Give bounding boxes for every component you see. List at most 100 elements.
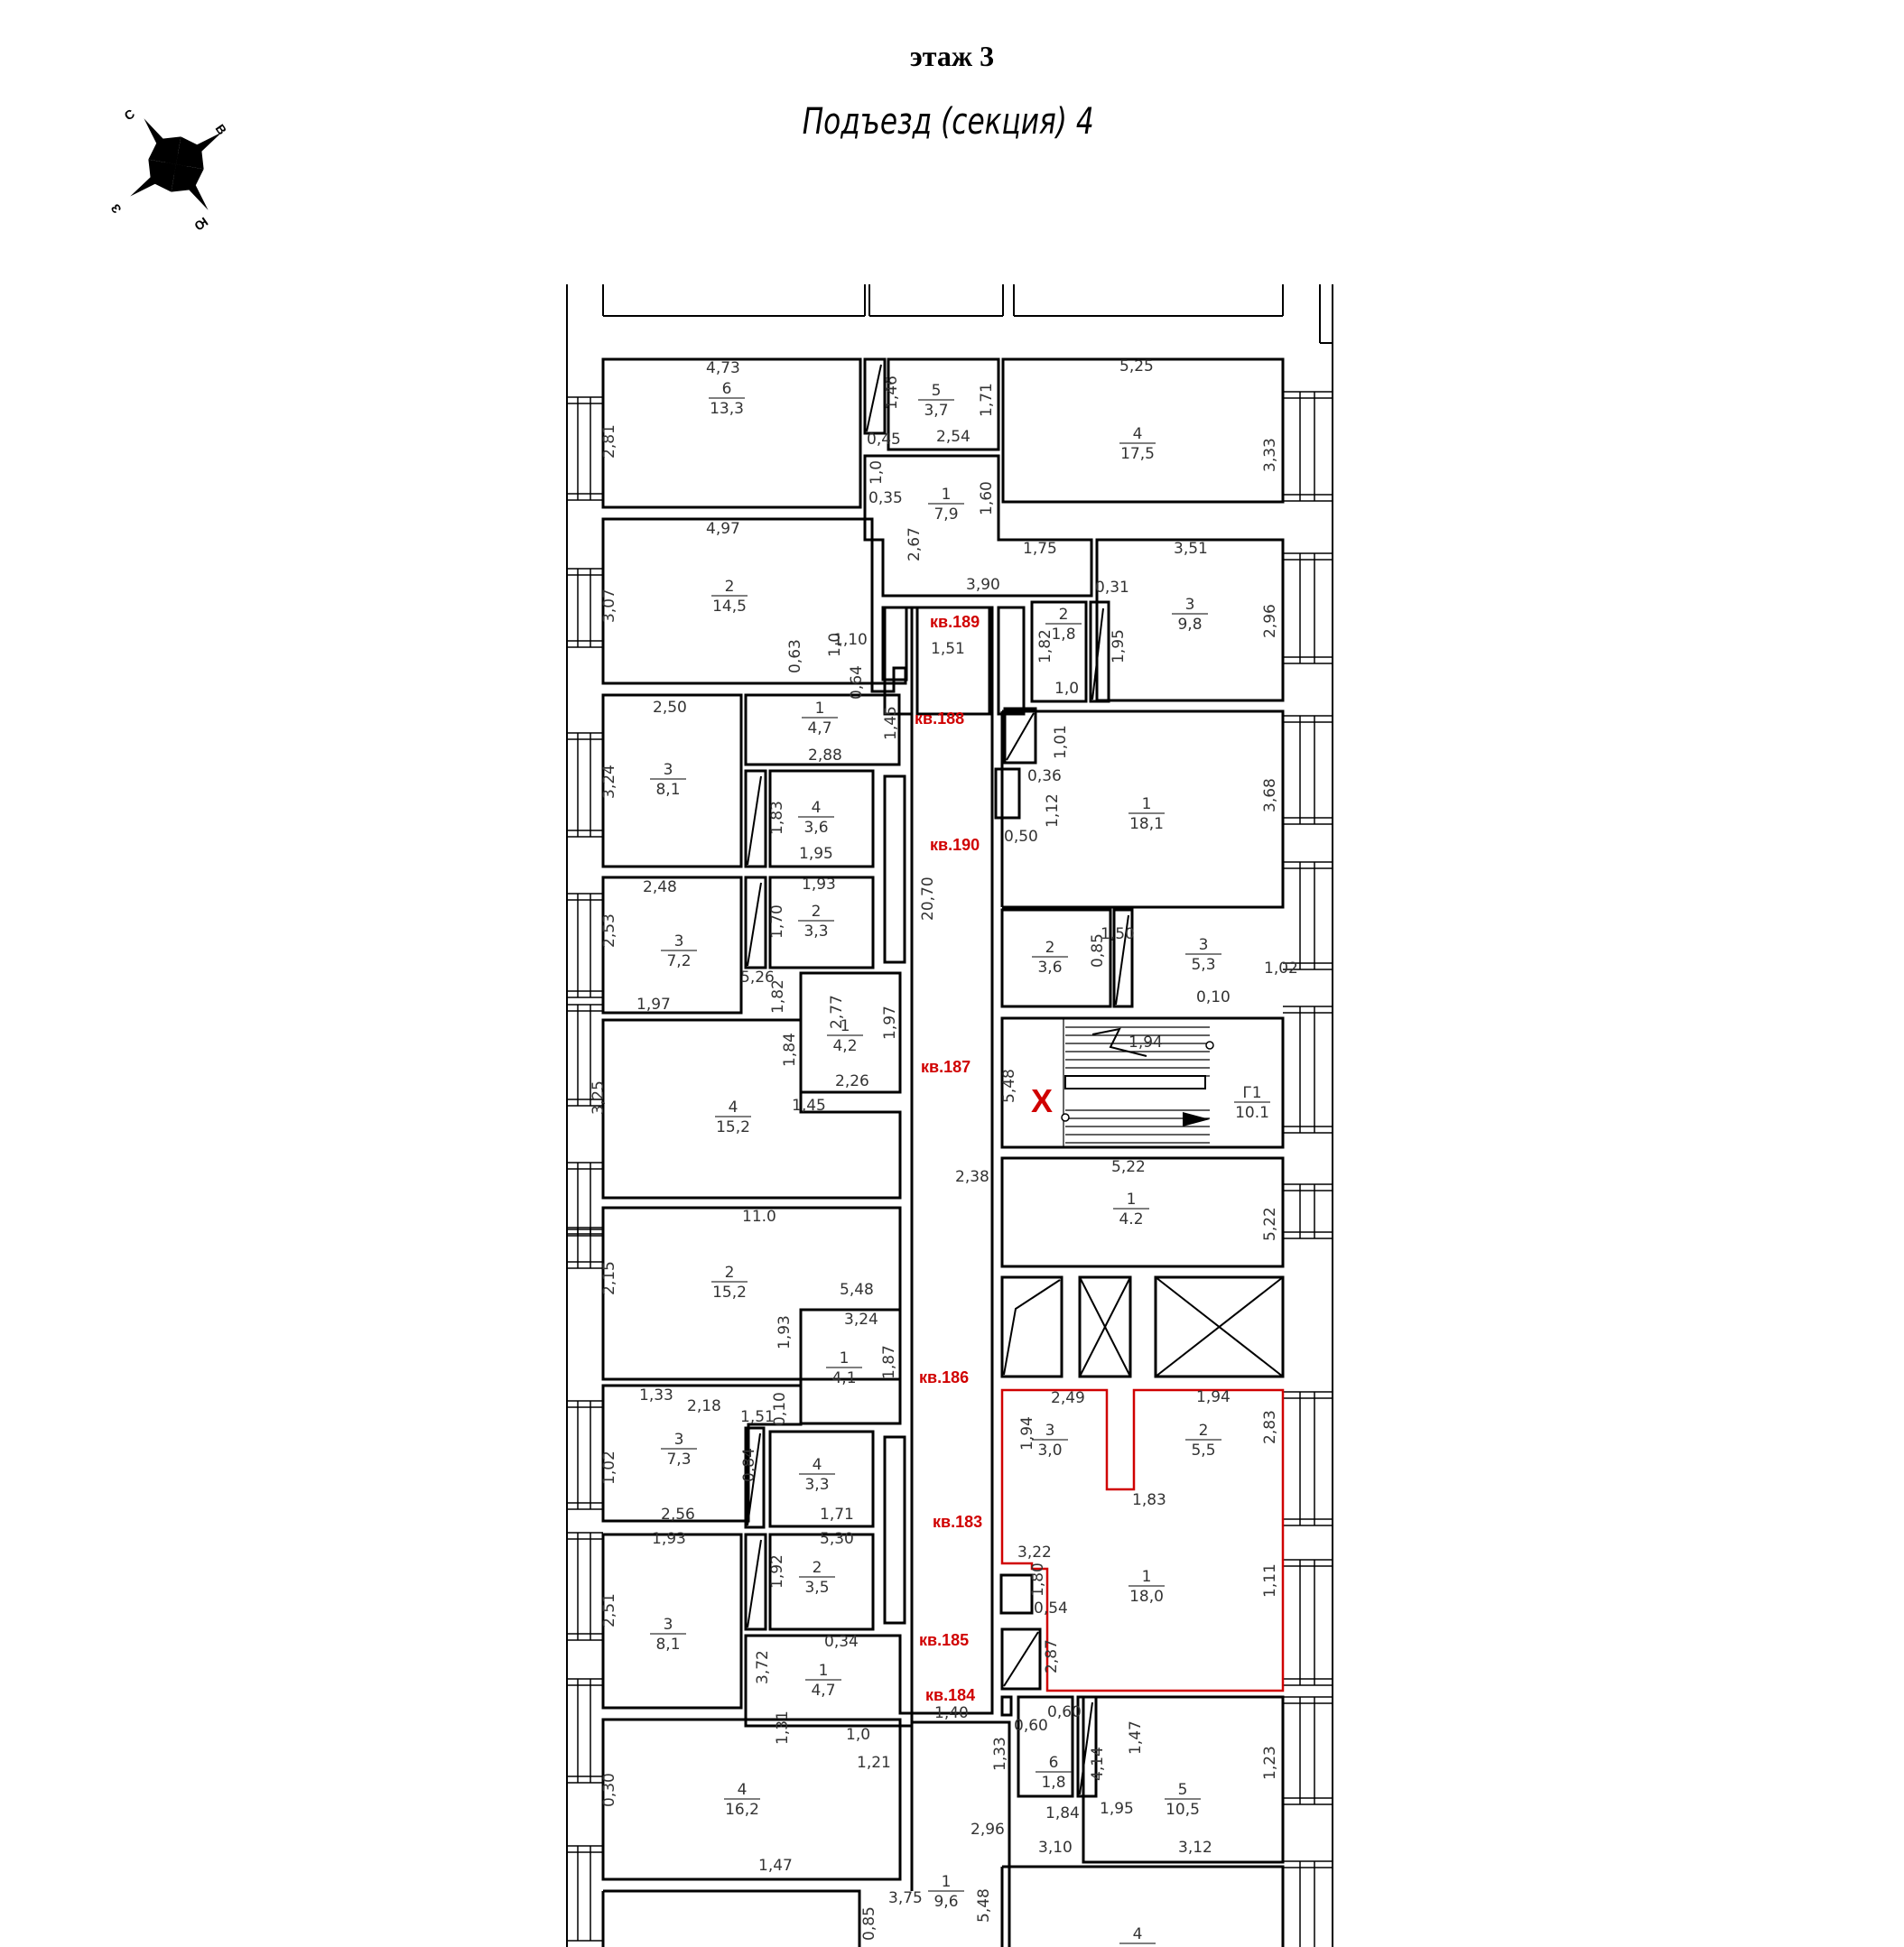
- dimension-label: 2,96: [971, 1821, 1005, 1839]
- apartment-label[interactable]: кв.187: [921, 1058, 971, 1076]
- dimension-label: 1,84: [781, 1033, 799, 1067]
- dimension-label: 1,47: [758, 1857, 793, 1875]
- room-number: 4: [738, 1781, 748, 1799]
- compass-letter: Ю: [191, 215, 210, 234]
- room-number: 2: [1059, 606, 1069, 624]
- room-label: 43,6: [798, 799, 834, 837]
- dimension-label: 2,56: [661, 1506, 695, 1524]
- room-area: 9,8: [1177, 616, 1202, 634]
- room-area: 4.2: [1119, 1210, 1143, 1228]
- apartment-label[interactable]: кв.184: [925, 1686, 975, 1704]
- dimension-label: 0,54: [1034, 1599, 1068, 1618]
- room-label: 215,2: [711, 1264, 748, 1302]
- room-number: 1: [815, 700, 825, 718]
- dimension-label: 0,85: [860, 1906, 878, 1941]
- room-label: 613,3: [709, 380, 745, 418]
- compass-letter: В: [213, 122, 230, 137]
- dimension-label: 3,24: [600, 765, 618, 799]
- room-area: 17,5: [1120, 445, 1155, 463]
- room-label: 61,8: [1036, 1754, 1072, 1792]
- room-area: 1,8: [1041, 1774, 1065, 1792]
- room-number: 3: [674, 932, 684, 950]
- dimension-label: 2,15: [600, 1261, 618, 1295]
- dimension-label: 2,26: [835, 1072, 869, 1090]
- windows-left: [567, 396, 603, 1942]
- dimension-label: 0,60: [1047, 1703, 1082, 1721]
- dimension-label: 1,95: [1110, 629, 1128, 663]
- room-label: 118,0: [1128, 1568, 1165, 1606]
- dimension-label: 1,0: [868, 460, 886, 485]
- dimension-label: 3,12: [1178, 1839, 1212, 1857]
- room-number: 1: [1127, 1191, 1137, 1209]
- room-number: 2: [725, 578, 735, 596]
- compass-letter: С: [122, 107, 137, 124]
- dimension-label: 20,70: [919, 876, 937, 921]
- room-area: 13,3: [710, 400, 744, 418]
- room-label: 33,0: [1032, 1422, 1068, 1460]
- floor-title: этаж 3: [909, 40, 995, 72]
- dimension-label: 3,51: [1174, 540, 1208, 558]
- room-area: 8,1: [655, 1636, 680, 1654]
- room-number: Г1: [1242, 1084, 1261, 1102]
- apartment-label[interactable]: кв.183: [933, 1513, 982, 1531]
- selected-unit-marker: X: [1031, 1082, 1053, 1119]
- dimension-label: 0,50: [1004, 828, 1038, 846]
- dimension-label: 1,60: [978, 481, 996, 515]
- dimension-label: 1,01: [1052, 725, 1070, 759]
- dimension-label: 3,07: [600, 589, 618, 623]
- room-label: 417,5: [1119, 425, 1156, 463]
- dimension-label: 4,97: [706, 520, 740, 538]
- room-area: 3,5: [804, 1579, 829, 1597]
- dimension-label: 1,23: [1261, 1746, 1279, 1780]
- room-label: 23,5: [799, 1559, 835, 1597]
- highlighted-apartment[interactable]: [1000, 1388, 1285, 1692]
- dimension-label: 2,48: [643, 878, 677, 896]
- dimension-label: 1,31: [774, 1711, 792, 1745]
- dimension-label: 1,51: [931, 640, 965, 658]
- room-label: 23,3: [798, 903, 834, 941]
- apartment-label[interactable]: кв.188: [915, 709, 964, 728]
- room-number: 5: [1178, 1781, 1188, 1799]
- dimension-label: 1,0: [826, 633, 844, 657]
- room-area: 7,2: [666, 952, 691, 970]
- room-label: 38,1: [650, 761, 686, 799]
- dimension-label: 0,84: [740, 1448, 758, 1482]
- dimension-label: 1,83: [1132, 1491, 1166, 1509]
- dimension-label: 1,75: [1023, 540, 1057, 558]
- dimension-label: 0,30: [600, 1773, 618, 1807]
- room-label: 43,3: [799, 1456, 835, 1494]
- room-number: 2: [1199, 1422, 1209, 1440]
- apartment-label[interactable]: кв.189: [930, 613, 980, 631]
- room-label: 14,2: [827, 1017, 863, 1055]
- dimension-label: 4,14: [1089, 1747, 1107, 1781]
- dimension-label: 2,67: [906, 527, 924, 561]
- dimension-label: 11.0: [742, 1208, 776, 1226]
- room-area: 16,2: [725, 1801, 759, 1819]
- dimension-label: 1,45: [882, 706, 900, 740]
- room-label: 23,6: [1032, 939, 1068, 977]
- room-number: 2: [813, 1559, 822, 1577]
- room-number: 2: [812, 903, 822, 921]
- room-number: 1: [1142, 795, 1152, 813]
- apartment-label[interactable]: кв.185: [919, 1631, 969, 1649]
- room-label: 17,9: [928, 486, 964, 524]
- dimension-label: 1,97: [881, 1006, 899, 1040]
- room-number: 4: [813, 1456, 822, 1474]
- dimension-label: 1,02: [600, 1451, 618, 1485]
- room-number: 1: [819, 1662, 829, 1680]
- room-area: 4,7: [811, 1682, 835, 1700]
- dimension-label: 2,51: [600, 1593, 618, 1627]
- dimension-label: 0,36: [1027, 767, 1062, 785]
- dimension-label: 1,93: [802, 876, 836, 894]
- dimension-label: 2,18: [687, 1397, 721, 1415]
- dimension-label: 5,22: [1111, 1158, 1146, 1176]
- dimension-label: 2,49: [1051, 1389, 1085, 1407]
- dimension-label: 4,73: [706, 359, 740, 377]
- dimension-label: 1,87: [880, 1345, 898, 1379]
- room: [601, 357, 862, 509]
- room-area: 4,7: [807, 719, 831, 737]
- apartment-label[interactable]: кв.186: [919, 1368, 969, 1386]
- room-area: 18,0: [1129, 1588, 1164, 1606]
- apartment-label[interactable]: кв.190: [930, 836, 980, 854]
- dimension-label: 0,10: [771, 1392, 789, 1426]
